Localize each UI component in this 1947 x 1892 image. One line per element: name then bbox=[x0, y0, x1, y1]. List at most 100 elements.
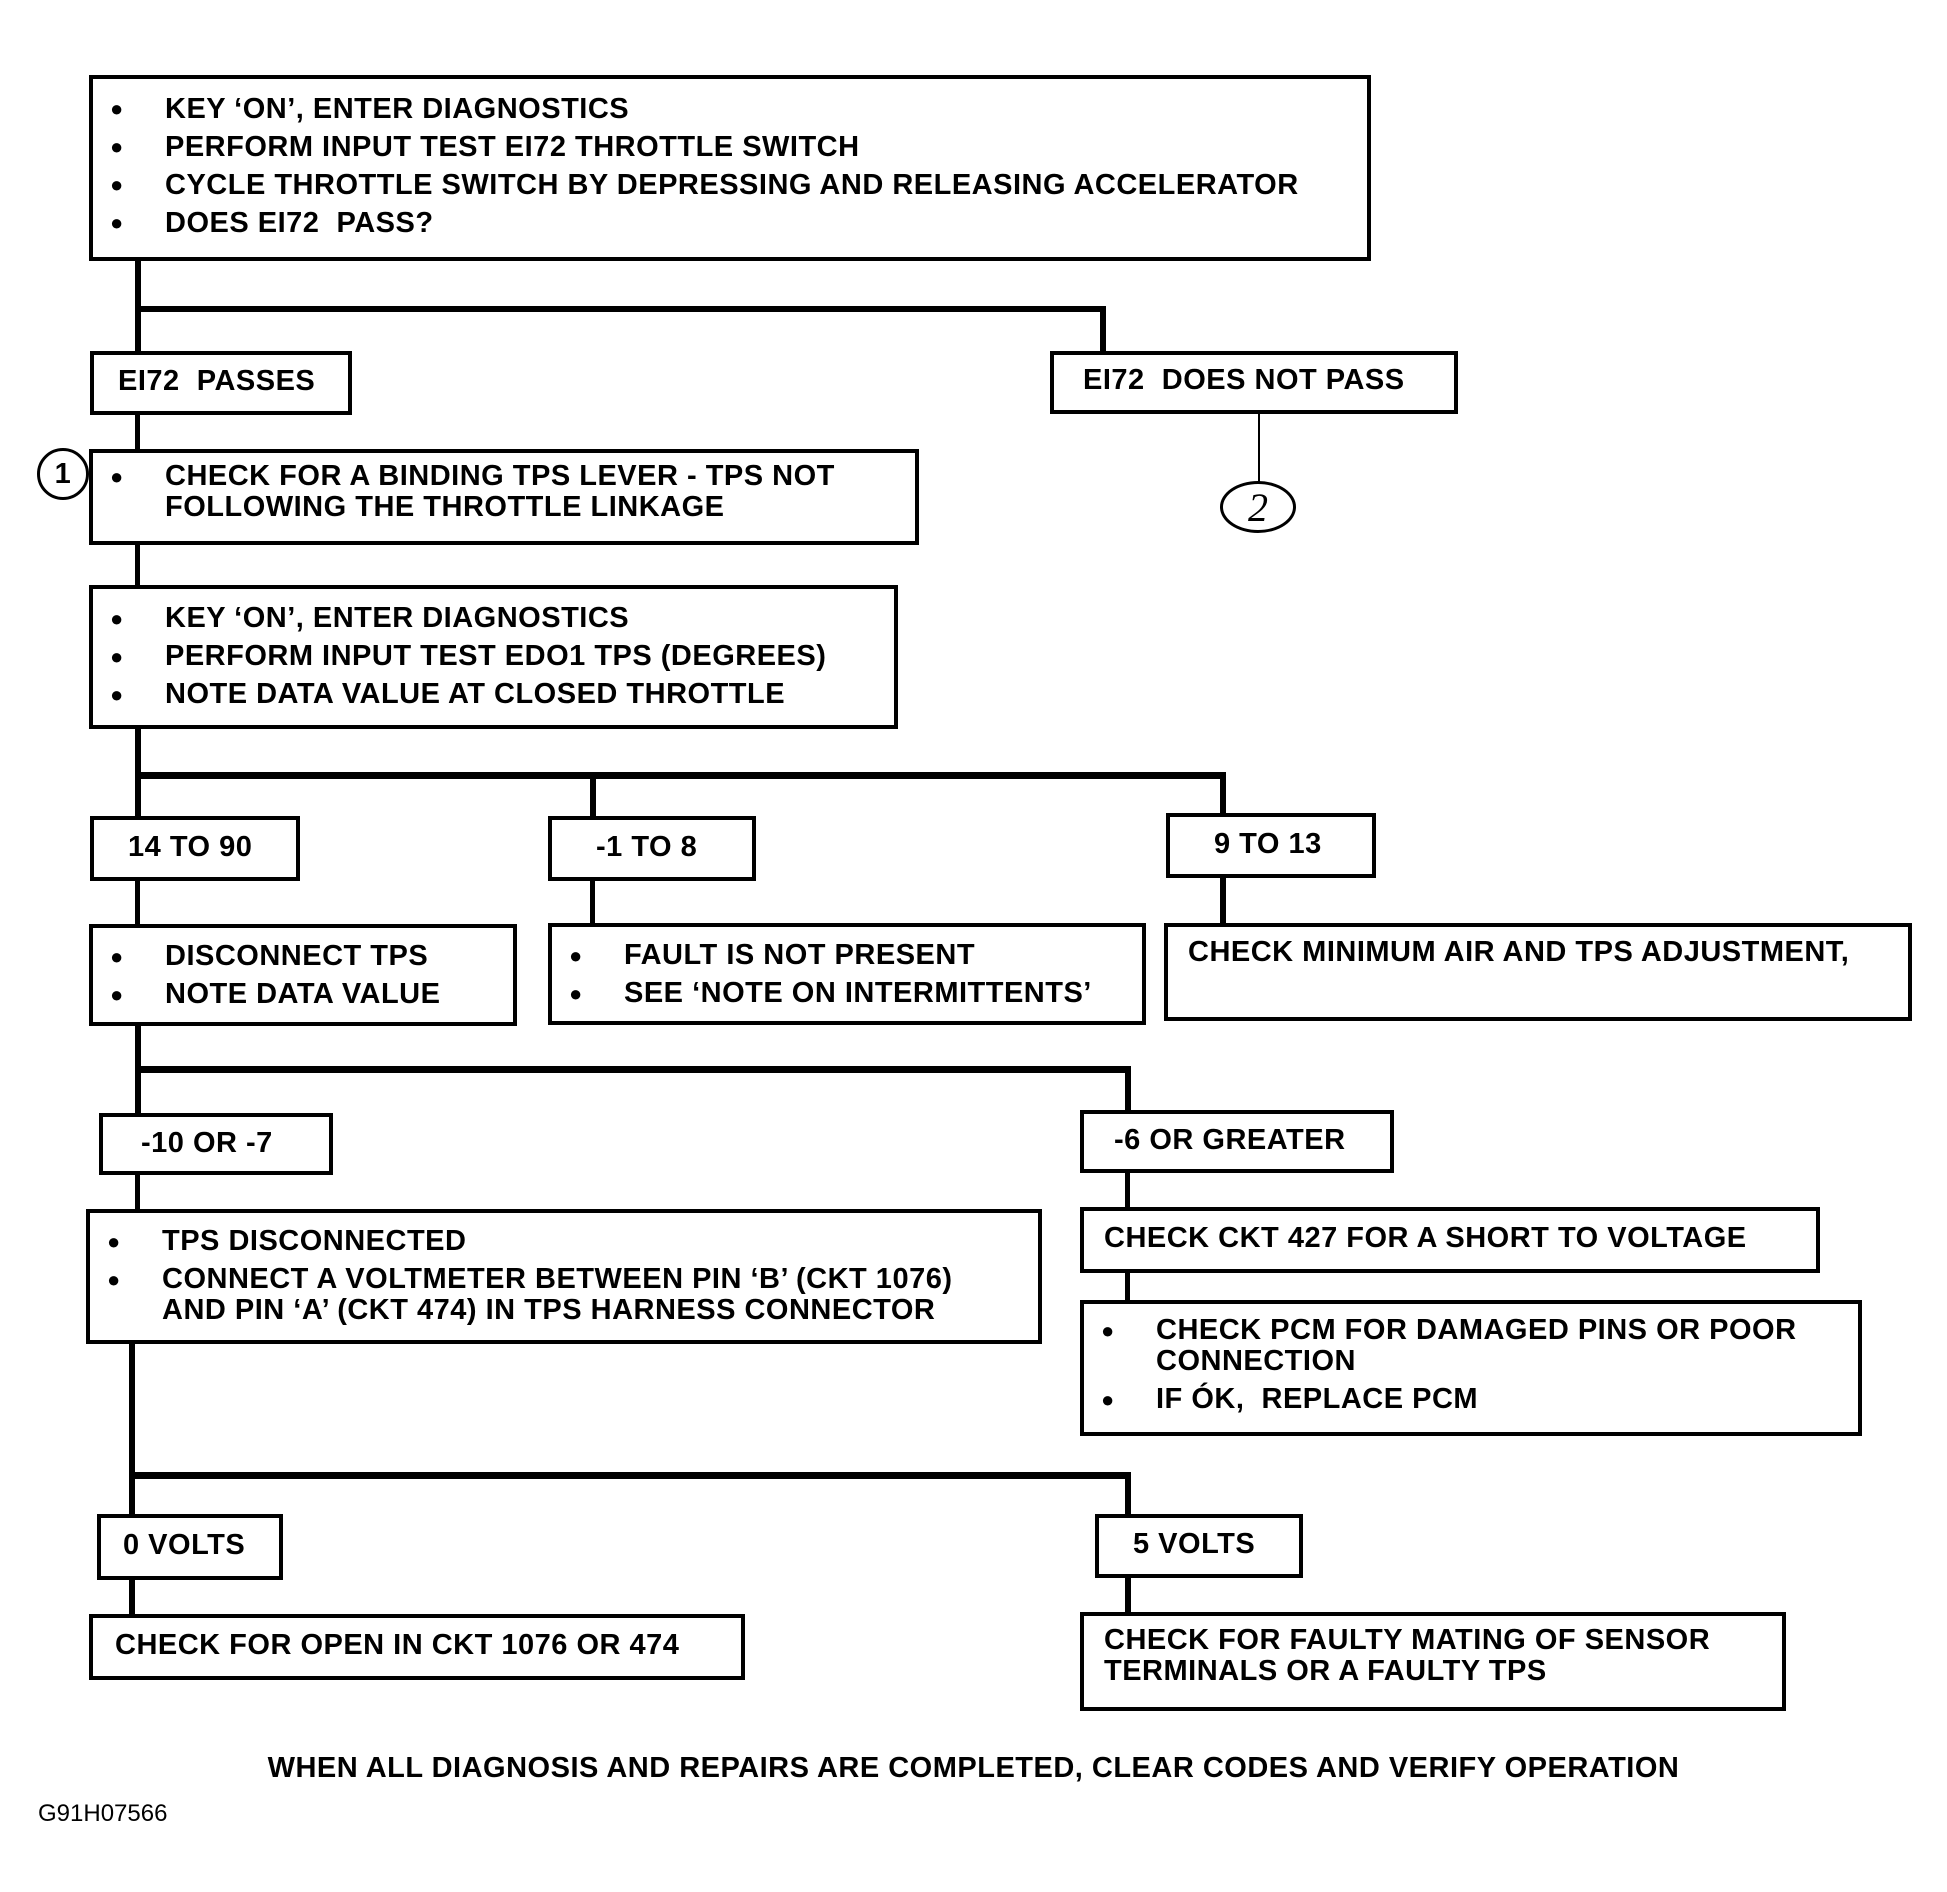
connector-line bbox=[590, 772, 596, 818]
tps-input-test-box: ● KEY ‘ON’, ENTER DIAGNOSTICS ● PERFORM INP… bbox=[89, 585, 898, 729]
list-item-text: KEY ‘ON’, ENTER DIAGNOSTICS bbox=[165, 93, 630, 125]
list-item-text: CONNECT A VOLTMETER BETWEEN PIN ‘B’ (CKT… bbox=[162, 1263, 953, 1326]
connector-line bbox=[590, 878, 595, 928]
list-item-text: NOTE DATA VALUE bbox=[165, 978, 441, 1010]
range-neg1-to-8-label: -1 TO 8 bbox=[596, 831, 698, 863]
bullet-icon: ● bbox=[1101, 1318, 1115, 1343]
bullet-icon: ● bbox=[1101, 1387, 1115, 1412]
connector-line bbox=[135, 772, 1226, 779]
list-item: ●DOES EI72 PASS? bbox=[93, 204, 1367, 242]
bullet-icon: ● bbox=[110, 644, 124, 669]
bullet-icon: ● bbox=[107, 1267, 121, 1292]
ei72-does-not-pass-label: EI72 DOES NOT PASS bbox=[1083, 364, 1405, 396]
list-item: ● CONNECT A VOLTMETER BETWEEN PIN ‘B’ (CK… bbox=[90, 1264, 1038, 1326]
bullet-icon: ● bbox=[110, 172, 124, 197]
bullet-icon: ● bbox=[110, 210, 124, 235]
open-circuit-check-box: CHECK FOR OPEN IN CKT 1076 OR 474 bbox=[89, 1614, 745, 1680]
range-9-to-13-box: 9 TO 13 bbox=[1166, 813, 1376, 878]
list-item-text: CHECK PCM FOR DAMAGED PINS OR POOR CONNE… bbox=[1156, 1314, 1797, 1377]
minimum-air-check-box: CHECK MINIMUM AIR AND TPS ADJUSTMENT, bbox=[1164, 923, 1912, 1021]
list-item-text: CYCLE THROTTLE SWITCH BY DEPRESSING AND … bbox=[165, 169, 1299, 201]
list-item-text: IF ÓK, REPLACE PCM bbox=[1156, 1383, 1479, 1415]
connector-line bbox=[1100, 306, 1106, 354]
list-item-text: NOTE DATA VALUE AT CLOSED THROTTLE bbox=[165, 678, 786, 710]
list-item: ● KEY ‘ON’, ENTER DIAGNOSTICS bbox=[93, 90, 1367, 128]
ei72-passes-box: EI72 PASSES bbox=[90, 351, 352, 415]
range-14-to-90-label: 14 TO 90 bbox=[128, 831, 253, 863]
bullet-icon: ● bbox=[110, 606, 124, 631]
range-9-to-13-label: 9 TO 13 bbox=[1214, 828, 1322, 860]
bullet-icon: ● bbox=[110, 134, 124, 159]
value-neg6-or-greater-label: -6 OR GREATER bbox=[1114, 1124, 1346, 1156]
faulty-mating-check-label: CHECK FOR FAULTY MATING OF SENSOR TERMIN… bbox=[1104, 1624, 1711, 1687]
bullet-icon: ● bbox=[110, 464, 124, 489]
bullet-icon: ● bbox=[110, 682, 124, 707]
tps-input-test-list: ● KEY ‘ON’, ENTER DIAGNOSTICS ● PERFORM INP… bbox=[93, 600, 894, 713]
list-item-text: PERFORM INPUT TEST EDO1 TPS (DEGREES) bbox=[165, 640, 827, 672]
list-item-text: PERFORM INPUT TEST EI72 THROTTLE SWITCH bbox=[165, 131, 860, 163]
ei72-does-not-pass-box: EI72 DOES NOT PASS bbox=[1050, 351, 1458, 414]
connector-line bbox=[1125, 1574, 1131, 1618]
connector-line bbox=[1220, 772, 1226, 816]
voltmeter-test-list: ●TPS DISCONNECTED ● CONNECT A VOLTMETER BE… bbox=[90, 1226, 1038, 1326]
fault-not-present-list: ● FAULT IS NOT PRESENT ● SEE ‘NOTE ON INTER… bbox=[552, 937, 1142, 1012]
list-item: ● CYCLE THROTTLE SWITCH BY DEPRESSING AND… bbox=[93, 166, 1367, 204]
connector-line bbox=[135, 878, 140, 928]
step-1-marker: 1 bbox=[37, 448, 89, 500]
list-item: ● PERFORM INPUT TEST EDO1 TPS (DEGREES) bbox=[93, 638, 894, 675]
connector-line bbox=[135, 540, 140, 588]
ei72-passes-label: EI72 PASSES bbox=[118, 365, 316, 397]
list-item: ● IF ÓK, REPLACE PCM bbox=[1084, 1384, 1858, 1415]
list-item-text: FAULT IS NOT PRESENT bbox=[624, 939, 976, 971]
list-item: ●TPS DISCONNECTED bbox=[90, 1226, 1038, 1257]
completion-note: WHEN ALL DIAGNOSIS AND REPAIRS ARE COMPL… bbox=[267, 1752, 1680, 1784]
fault-not-present-box: ● FAULT IS NOT PRESENT ● SEE ‘NOTE ON INTER… bbox=[548, 923, 1146, 1025]
connector-line bbox=[129, 1340, 135, 1522]
list-item: ● NOTE DATA VALUE AT CLOSED THROTTLE bbox=[93, 676, 894, 713]
range-neg1-to-8-box: -1 TO 8 bbox=[548, 816, 756, 881]
binding-tps-check-box: ● CHECK FOR A BINDING TPS LEVER - TPS NOT… bbox=[89, 449, 919, 545]
connector-line bbox=[1125, 1472, 1131, 1518]
list-item-text: KEY ‘ON’, ENTER DIAGNOSTICS bbox=[165, 602, 630, 634]
initial-diagnostics-list: ● KEY ‘ON’, ENTER DIAGNOSTICS ● PERFORM INP… bbox=[93, 90, 1367, 242]
bullet-icon: ● bbox=[110, 96, 124, 121]
list-item: ● SEE ‘NOTE ON INTERMITTENTS’ bbox=[552, 975, 1142, 1012]
five-volts-box: 5 VOLTS bbox=[1095, 1514, 1303, 1578]
connector-line bbox=[1125, 1170, 1130, 1211]
list-item-text: TPS DISCONNECTED bbox=[162, 1225, 467, 1257]
list-item-text: CHECK FOR A BINDING TPS LEVER - TPS NOT … bbox=[165, 460, 835, 523]
connector-line bbox=[1125, 1066, 1131, 1114]
list-item-text: SEE ‘NOTE ON INTERMITTENTS’ bbox=[624, 977, 1092, 1009]
connector-line bbox=[1220, 876, 1226, 926]
step-2-reference-marker: 2 bbox=[1220, 481, 1296, 533]
binding-tps-check-list: ● CHECK FOR A BINDING TPS LEVER - TPS NOT… bbox=[93, 461, 915, 523]
initial-diagnostics-box: ● KEY ‘ON’, ENTER DIAGNOSTICS ● PERFORM INP… bbox=[89, 75, 1371, 261]
bullet-icon: ● bbox=[569, 981, 583, 1006]
value-neg10-neg7-label: -10 OR -7 bbox=[141, 1127, 273, 1159]
range-14-to-90-box: 14 TO 90 bbox=[90, 816, 300, 881]
bullet-icon: ● bbox=[110, 982, 124, 1007]
five-volts-label: 5 VOLTS bbox=[1133, 1528, 1256, 1560]
ckt-427-check-box: CHECK CKT 427 FOR A SHORT TO VOLTAGE bbox=[1080, 1207, 1820, 1273]
list-item-text: DISCONNECT TPS bbox=[165, 940, 429, 972]
list-item: ● KEY ‘ON’, ENTER DIAGNOSTICS bbox=[93, 600, 894, 637]
connector-line bbox=[135, 1171, 140, 1213]
connector-line bbox=[129, 1576, 135, 1620]
connector-line bbox=[1258, 411, 1260, 483]
zero-volts-label: 0 VOLTS bbox=[123, 1529, 246, 1561]
connector-line bbox=[129, 1472, 1131, 1479]
value-neg6-or-greater-box: -6 OR GREATER bbox=[1080, 1110, 1394, 1173]
list-item: ● DISCONNECT TPS bbox=[93, 938, 513, 975]
value-neg10-neg7-box: -10 OR -7 bbox=[99, 1113, 333, 1175]
voltmeter-test-box: ●TPS DISCONNECTED ● CONNECT A VOLTMETER BE… bbox=[86, 1209, 1042, 1344]
ckt-427-check-label: CHECK CKT 427 FOR A SHORT TO VOLTAGE bbox=[1104, 1222, 1747, 1254]
faulty-mating-check-box: CHECK FOR FAULTY MATING OF SENSOR TERMIN… bbox=[1080, 1612, 1786, 1711]
bullet-icon: ● bbox=[110, 944, 124, 969]
pcm-check-box: ● CHECK PCM FOR DAMAGED PINS OR POOR CONN… bbox=[1080, 1300, 1862, 1436]
pcm-check-list: ● CHECK PCM FOR DAMAGED PINS OR POOR CONN… bbox=[1084, 1315, 1858, 1415]
bullet-icon: ● bbox=[569, 943, 583, 968]
connector-line bbox=[1125, 1268, 1130, 1304]
list-item: ● CHECK FOR A BINDING TPS LEVER - TPS NOT… bbox=[93, 461, 915, 523]
list-item: ● CHECK PCM FOR DAMAGED PINS OR POOR CONN… bbox=[1084, 1315, 1858, 1377]
